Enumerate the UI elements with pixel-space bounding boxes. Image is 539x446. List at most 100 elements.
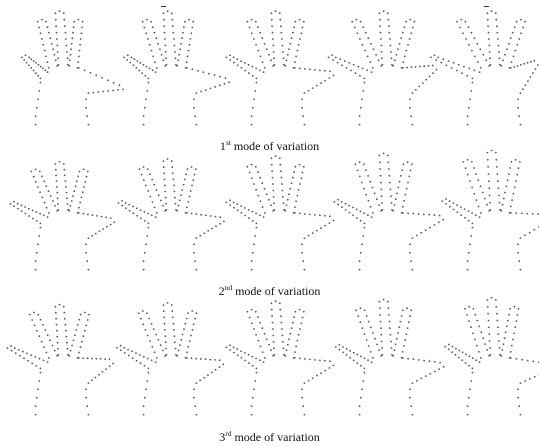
landmark-point bbox=[187, 201, 189, 203]
landmark-point bbox=[442, 58, 444, 60]
landmark-point bbox=[164, 32, 166, 34]
landmark-point bbox=[229, 344, 231, 346]
landmark-point bbox=[380, 321, 382, 323]
landmark-point bbox=[299, 183, 301, 185]
landmark-point bbox=[81, 27, 83, 29]
landmark-point bbox=[43, 215, 45, 217]
landmark-point bbox=[379, 168, 381, 170]
landmark-point bbox=[464, 308, 466, 310]
landmark-point bbox=[298, 44, 300, 46]
landmark-point bbox=[409, 315, 411, 317]
landmark-point bbox=[39, 358, 41, 360]
landmark-point bbox=[449, 200, 451, 202]
landmark-point bbox=[510, 357, 512, 359]
landmark-point bbox=[40, 372, 42, 374]
landmark-point bbox=[504, 54, 506, 56]
landmark-point bbox=[320, 372, 322, 374]
landmark-point bbox=[173, 32, 175, 34]
landmark-point bbox=[355, 309, 357, 311]
landmark-point bbox=[350, 70, 352, 72]
landmark-point bbox=[273, 57, 275, 59]
landmark-point bbox=[432, 65, 434, 67]
landmark-point bbox=[55, 312, 57, 314]
landmark-point bbox=[35, 405, 37, 407]
landmark-point bbox=[324, 225, 326, 227]
landmark-point bbox=[73, 190, 75, 192]
landmark-point bbox=[35, 72, 37, 74]
landmark-point bbox=[515, 212, 517, 214]
landmark-point bbox=[375, 54, 377, 56]
landmark-point bbox=[482, 192, 484, 194]
landmark-point bbox=[155, 37, 157, 39]
landmark-point bbox=[91, 358, 93, 360]
landmark-point bbox=[83, 169, 85, 171]
landmark-point bbox=[191, 185, 193, 187]
landmark-point bbox=[513, 56, 515, 58]
landmark-point bbox=[319, 215, 321, 217]
landmark-point bbox=[515, 180, 517, 182]
landmark-point bbox=[251, 124, 253, 126]
landmark-point bbox=[475, 314, 477, 316]
landmark-point bbox=[110, 217, 112, 219]
landmark-point bbox=[55, 19, 57, 21]
landmark-point bbox=[193, 389, 195, 391]
landmark-point bbox=[86, 176, 88, 178]
landmark-point bbox=[186, 67, 188, 69]
landmark-point bbox=[279, 164, 281, 166]
landmark-point bbox=[47, 26, 49, 28]
landmark-point bbox=[43, 346, 45, 348]
landmark-point bbox=[247, 311, 249, 313]
landmark-point bbox=[468, 306, 470, 308]
landmark-point bbox=[151, 214, 153, 216]
landmark-point bbox=[236, 348, 238, 350]
landmark-point bbox=[356, 362, 358, 364]
landmark-point bbox=[337, 199, 339, 201]
landmark-point bbox=[423, 214, 425, 216]
landmark-point bbox=[435, 59, 437, 61]
landmark-point bbox=[96, 215, 98, 217]
landmark-point bbox=[155, 216, 157, 218]
landmark-point bbox=[272, 322, 274, 324]
landmark-point bbox=[180, 194, 182, 196]
landmark-point bbox=[303, 21, 305, 23]
landmark-point bbox=[131, 351, 133, 353]
landmark-point bbox=[116, 347, 118, 349]
landmark-point bbox=[302, 115, 304, 117]
landmark-point bbox=[425, 79, 427, 81]
landmark-point bbox=[407, 182, 409, 184]
landmark-point bbox=[191, 68, 193, 70]
landmark-point bbox=[128, 204, 130, 206]
landmark-point bbox=[193, 397, 195, 399]
landmark-point bbox=[379, 12, 381, 14]
landmark-point bbox=[255, 311, 257, 313]
landmark-point bbox=[131, 57, 133, 59]
landmark-point bbox=[43, 360, 45, 362]
landmark-point bbox=[38, 335, 40, 337]
landmark-point bbox=[44, 69, 46, 71]
landmark-point bbox=[69, 59, 71, 61]
landmark-point bbox=[255, 358, 257, 360]
landmark-point bbox=[498, 51, 500, 53]
landmark-point bbox=[272, 45, 274, 47]
landmark-point bbox=[182, 334, 184, 336]
landmark-point bbox=[511, 61, 513, 63]
landmark-point bbox=[38, 235, 40, 237]
landmark-point bbox=[270, 349, 272, 351]
landmark-point bbox=[222, 364, 224, 366]
landmark-point bbox=[488, 38, 490, 40]
landmark-point bbox=[152, 69, 154, 71]
landmark-point bbox=[187, 56, 189, 58]
landmark-point bbox=[84, 70, 86, 72]
landmark-point bbox=[229, 54, 231, 56]
landmark-point bbox=[77, 176, 79, 178]
landmark-point bbox=[487, 19, 489, 21]
landmark-point bbox=[186, 207, 188, 209]
landmark-point bbox=[402, 309, 404, 311]
landmark-point bbox=[460, 19, 462, 21]
landmark-point bbox=[360, 211, 362, 213]
landmark-point bbox=[219, 84, 221, 86]
landmark-point bbox=[516, 21, 518, 23]
landmark-point bbox=[388, 168, 390, 170]
landmark-point bbox=[251, 211, 253, 213]
landmark-point bbox=[256, 227, 258, 229]
